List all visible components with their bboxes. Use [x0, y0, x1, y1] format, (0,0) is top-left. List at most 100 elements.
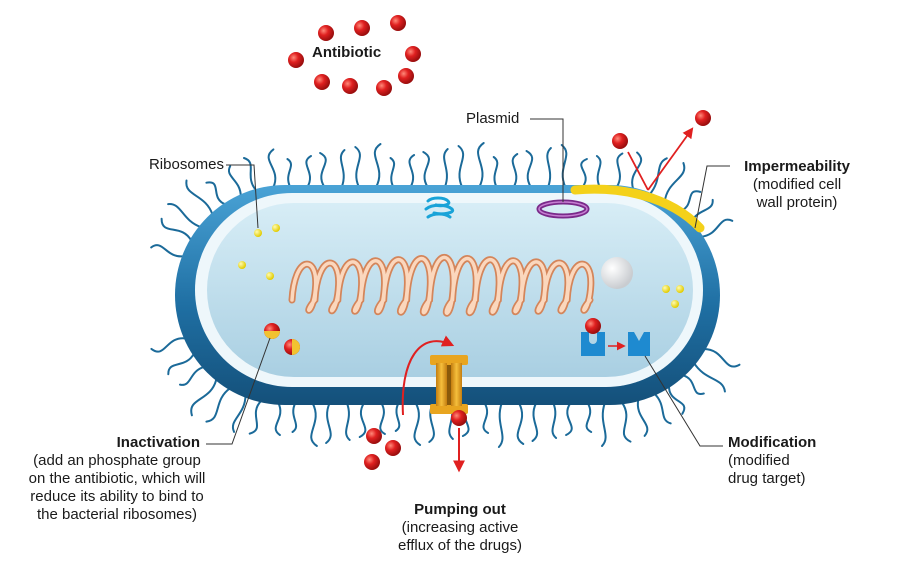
- antibiotic-icon: [451, 410, 467, 426]
- antibiotic-icon: [366, 428, 382, 444]
- pilus-icon: [560, 144, 568, 188]
- impermeability-arrow-in: [627, 151, 649, 191]
- pilus-icon: [310, 402, 318, 447]
- pili-group: [150, 142, 741, 448]
- pilus-icon: [457, 145, 465, 188]
- drug-target-icon: [581, 332, 605, 356]
- pilus-icon: [185, 179, 214, 216]
- antibiotic-icon: [385, 440, 401, 456]
- pilus-icon: [243, 157, 258, 192]
- storage-granule: [601, 257, 633, 289]
- pilus-icon: [595, 155, 602, 188]
- ribosome-icon: [266, 272, 274, 280]
- efflux-arrow-curve: [401, 335, 455, 416]
- pilus-icon: [267, 148, 277, 189]
- antibiotic-icon: [342, 78, 358, 94]
- antibiotic-icon: [364, 454, 380, 470]
- leader-lines: [206, 118, 730, 447]
- pilus-icon: [653, 392, 672, 425]
- pilus-icon: [291, 402, 298, 433]
- pilus-icon: [190, 377, 218, 417]
- pilus-icon: [179, 365, 206, 386]
- pilus-icon: [615, 152, 624, 189]
- modification-label: Modification (modified drug target): [728, 434, 878, 488]
- pilus-icon: [325, 402, 332, 444]
- pilus-icon: [516, 402, 525, 445]
- pilus-icon: [354, 146, 361, 188]
- drug-target-modification: [581, 318, 650, 356]
- pilus-icon: [248, 399, 263, 435]
- pilus-icon: [408, 154, 416, 188]
- pilus-icon: [525, 150, 534, 188]
- modification-desc-2: drug target): [728, 470, 806, 487]
- pilus-icon: [150, 337, 188, 353]
- antibiotic-icon: [288, 52, 304, 68]
- pilus-icon: [413, 402, 422, 446]
- pilus-icon: [443, 148, 449, 188]
- pilus-icon: [492, 156, 499, 188]
- inactivation-desc-2: on the antibiotic, which will: [28, 470, 206, 487]
- mesosome-icon: [424, 196, 455, 219]
- antibiotic-icon: [612, 133, 628, 149]
- ribosome-icon: [254, 229, 262, 237]
- pilus-icon: [422, 151, 430, 188]
- ribosome-icon: [662, 285, 670, 293]
- pilus-icon: [585, 402, 593, 433]
- pilus-icon: [319, 152, 327, 188]
- pilus-icon: [358, 402, 367, 438]
- pilus-icon: [699, 218, 734, 238]
- antibiotic-icon: [390, 15, 406, 31]
- pilus-icon: [702, 347, 741, 368]
- modification-title: Modification: [728, 434, 817, 451]
- pilus-icon: [345, 402, 351, 441]
- antibiotic-icon: [405, 46, 421, 62]
- pilus-icon: [636, 398, 649, 437]
- antibiotic-icon: [376, 80, 392, 96]
- pilus-icon: [648, 157, 668, 196]
- pilus-icon: [681, 374, 705, 395]
- inactivation-desc-3: reduce its ability to bind to: [30, 488, 204, 505]
- pilus-icon: [160, 217, 193, 242]
- antibiotic-icon: [585, 318, 601, 334]
- impermeability-desc-2: wall protein): [756, 194, 838, 211]
- pilus-icon: [339, 149, 346, 188]
- pilus-icon: [565, 402, 573, 436]
- pilus-icon: [150, 244, 186, 258]
- pilus-icon: [167, 203, 202, 229]
- antibiotic-cluster: [288, 15, 421, 96]
- pilus-icon: [205, 181, 227, 206]
- inactivated-antibiotic-icon: [264, 323, 300, 355]
- pilus-icon: [274, 401, 282, 436]
- pilus-icon: [551, 402, 558, 439]
- impermeability-label: Impermeability (modified cell wall prote…: [728, 158, 866, 212]
- modified-target-icon: [628, 332, 650, 356]
- chromosome-dna: [288, 253, 595, 317]
- pilus-icon: [601, 402, 607, 447]
- pilus-icon: [305, 155, 312, 188]
- pilus-icon: [231, 394, 247, 433]
- impermeable-wall-patch: [570, 184, 705, 233]
- pilus-icon: [497, 402, 504, 448]
- antibiotic-icon: [314, 74, 330, 90]
- ribosomes-group: [238, 224, 684, 308]
- pilus-icon: [477, 142, 485, 188]
- impermeability-title: Impermeability: [744, 158, 850, 175]
- modification-desc-1: (modified: [728, 452, 790, 469]
- inactivation-desc-1: (add an phosphate group: [33, 452, 201, 469]
- inactivation-title: Inactivation: [116, 434, 200, 451]
- impermeability-desc-1: (modified cell: [752, 176, 842, 193]
- pilus-icon: [379, 402, 386, 435]
- pilus-icon: [693, 361, 726, 393]
- antibiotic-icon: [354, 20, 370, 36]
- impermeability-arrow-out: [647, 127, 694, 191]
- bacterial-cell: [175, 184, 720, 405]
- pilus-icon: [620, 401, 632, 443]
- pilus-icon: [546, 147, 552, 188]
- inactivation-desc-4: the bacterial ribosomes): [36, 506, 198, 523]
- pilus-icon: [389, 157, 396, 188]
- pilus-icon: [227, 165, 242, 198]
- antibiotic-icon: [695, 110, 711, 126]
- pilus-icon: [167, 352, 196, 376]
- plasmid-label: Plasmid: [466, 110, 520, 127]
